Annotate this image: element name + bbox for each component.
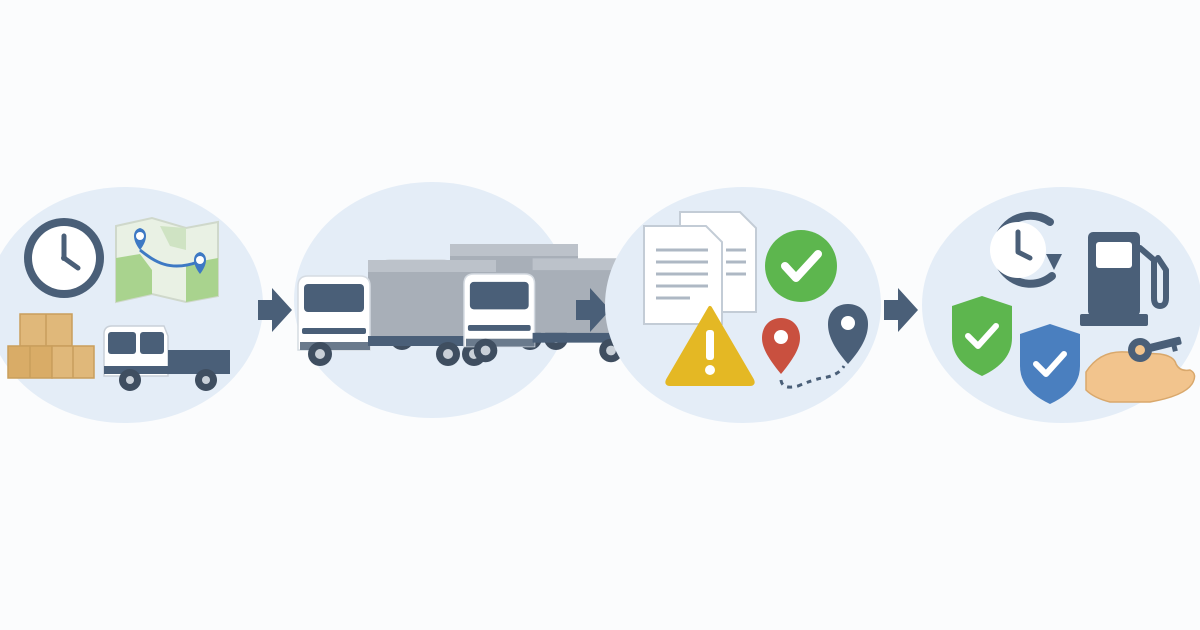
stage-planning	[0, 187, 263, 423]
arrow-right-icon	[576, 288, 610, 332]
hand-with-key-icon	[1085, 336, 1196, 403]
shield-check-icon	[952, 296, 1012, 376]
shield-check-icon	[1020, 324, 1080, 404]
arrow-right-icon	[884, 288, 918, 332]
warning-icon	[665, 306, 755, 386]
route-pin-icon	[779, 304, 868, 389]
route-map-icon	[115, 216, 219, 304]
clock-icon	[24, 218, 104, 298]
arrow-right-icon	[258, 288, 292, 332]
location-pin-icon	[762, 318, 800, 374]
documents-icon	[643, 211, 757, 325]
stage-monitoring	[605, 187, 881, 423]
flatbed-truck-icon	[103, 325, 230, 391]
fuel-pump-icon	[1080, 232, 1169, 326]
checkmark-badge-icon	[765, 230, 837, 302]
stage-completion	[922, 187, 1200, 423]
cargo-boxes-icon	[7, 313, 95, 379]
stage-fleet	[294, 182, 659, 418]
clock-history-icon	[990, 211, 1062, 288]
